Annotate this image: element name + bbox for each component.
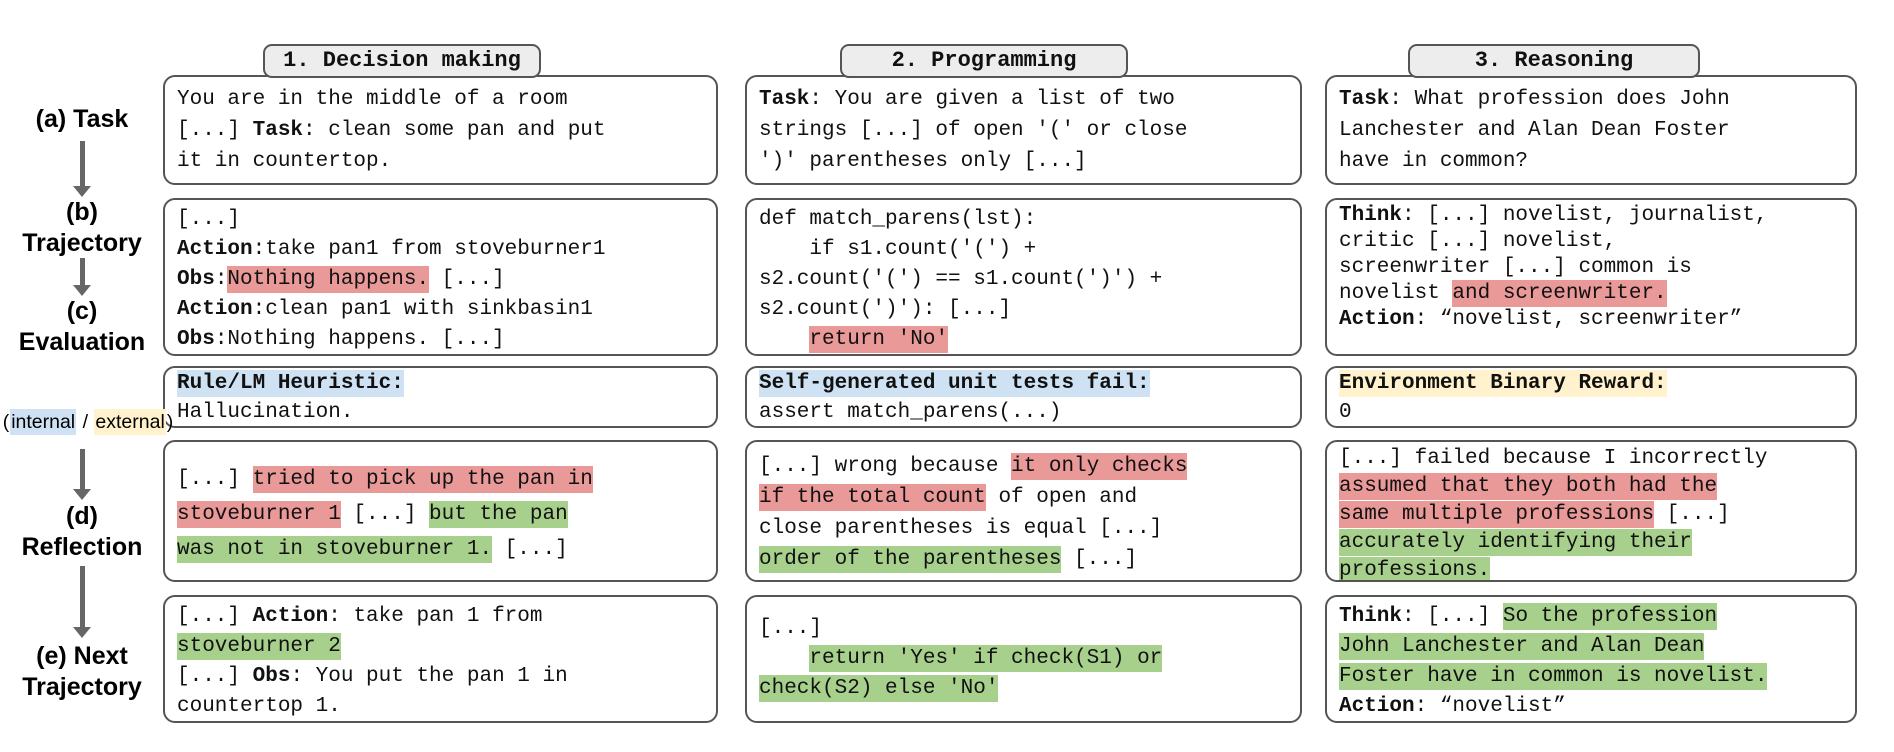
text-segment: :clean pan1 with sinkbasin1 bbox=[252, 298, 593, 321]
text-segment: Think bbox=[1339, 605, 1403, 628]
text-segment: You are in the middle of a room [...] bbox=[177, 88, 568, 142]
trajectory-box-programming: def match_parens(lst): if s1.count('(') … bbox=[745, 198, 1302, 356]
text-segment: ( bbox=[2, 411, 10, 433]
flow-step-trajectory-label: Trajectory bbox=[22, 229, 142, 257]
text-segment: 0 bbox=[1339, 401, 1352, 424]
text-segment: :take pan1 from stoveburner1 bbox=[252, 238, 606, 261]
text-segment: Action bbox=[1339, 308, 1415, 331]
green-highlight: return 'Yes' if check(S1) or check(S2) e… bbox=[759, 645, 1163, 702]
text-segment: : “novelist” bbox=[1414, 695, 1566, 718]
green-highlight: accurately identifying their professions… bbox=[1339, 529, 1692, 582]
reflection-box-reasoning: [...] failed because I incorrectly assum… bbox=[1325, 440, 1857, 582]
text-segment: [...] wrong because bbox=[759, 455, 1012, 478]
text-segment: [...] bbox=[177, 468, 253, 491]
task-box-decision-making: You are in the middle of a room [...] Ta… bbox=[163, 75, 718, 185]
text-segment: [...] bbox=[177, 208, 241, 231]
text-segment: [...] bbox=[1061, 548, 1138, 571]
text-segment: Obs bbox=[177, 328, 215, 351]
header-decision-making: 1. Decision making bbox=[263, 44, 541, 78]
text-segment: Obs bbox=[177, 268, 215, 291]
yellow-highlight: Environment Binary Reward: bbox=[1339, 370, 1667, 397]
evaluation-box-programming: Self-generated unit tests fail: assert m… bbox=[745, 366, 1302, 428]
text-segment: ) bbox=[166, 411, 174, 433]
text-segment: def match_parens(lst): if s1.count('(') … bbox=[759, 208, 1163, 321]
text-segment: of open and close parentheses is equal [… bbox=[759, 486, 1163, 540]
text-segment: Action bbox=[252, 605, 329, 628]
evaluation-box-decision-making: Rule/LM Heuristic: Hallucination. bbox=[163, 366, 718, 428]
text-segment: [...] bbox=[340, 503, 430, 526]
task-box-reasoning: Task: What profession does John Lanchest… bbox=[1325, 75, 1857, 185]
red-highlight: return 'No' bbox=[809, 326, 949, 353]
text-segment: Task bbox=[1339, 88, 1390, 111]
flow-step-evaluation: (c) Evaluation bbox=[0, 296, 164, 358]
flow-step-reflection-letter: (d) bbox=[66, 502, 98, 530]
red-highlight: and screenwriter. bbox=[1452, 280, 1667, 307]
next-trajectory-box-decision-making: [...] Action: take pan 1 from stoveburne… bbox=[163, 595, 718, 723]
text-segment: [...] bbox=[492, 538, 568, 561]
blue-highlight: Self-generated unit tests fail: bbox=[759, 370, 1150, 397]
text-segment: : [...] novelist, journalist, critic [..… bbox=[1339, 204, 1768, 305]
trajectory-box-reasoning: Think: [...] novelist, journalist, criti… bbox=[1325, 198, 1857, 356]
text-segment: [...] bbox=[177, 605, 253, 628]
flow-step-reflection-label: Reflection bbox=[21, 533, 143, 561]
text-segment: : You put the pan 1 in countertop 1. bbox=[177, 665, 568, 718]
trajectory-box-decision-making: [...] Action:take pan1 from stoveburner1… bbox=[163, 198, 718, 356]
text-segment: Think bbox=[1339, 204, 1403, 227]
text-segment: [...] failed because I incorrectly bbox=[1339, 447, 1768, 470]
flow-step-task-label: (a) Task bbox=[35, 105, 129, 133]
text-segment: [...] bbox=[759, 617, 823, 640]
reflection-box-decision-making: [...] tried to pick up the pan in stoveb… bbox=[163, 440, 718, 582]
flow-step-next-trajectory-line1: (e) Next bbox=[36, 642, 128, 670]
green-highlight: stoveburner 2 bbox=[177, 633, 341, 660]
text-segment: [...] bbox=[441, 268, 505, 291]
text-segment: Action bbox=[177, 298, 253, 321]
blue-highlight: internal bbox=[10, 409, 77, 435]
header-programming: 2. Programming bbox=[840, 44, 1128, 78]
text-segment: Obs bbox=[252, 665, 291, 688]
flow-step-task: (a) Task bbox=[0, 104, 164, 135]
text-segment: :Nothing happens. [...] bbox=[214, 328, 505, 351]
text-segment: : take pan 1 from bbox=[328, 605, 543, 628]
evaluation-box-reasoning: Environment Binary Reward: 0 bbox=[1325, 366, 1857, 428]
flow-step-trajectory-letter: (b) bbox=[66, 198, 98, 226]
flow-arrow-1 bbox=[73, 141, 91, 197]
green-highlight: order of the parentheses bbox=[759, 546, 1062, 573]
text-segment: [...] bbox=[1666, 503, 1730, 526]
flow-arrow-4 bbox=[73, 566, 91, 638]
text-segment: Action bbox=[1339, 695, 1415, 718]
next-trajectory-box-programming: [...] return 'Yes' if check(S1) or check… bbox=[745, 595, 1302, 723]
text-segment: / bbox=[77, 411, 94, 433]
flow-step-reflection: (d) Reflection bbox=[0, 501, 164, 563]
text-segment: : clean some pan and put it in counterto… bbox=[177, 119, 606, 173]
text-segment: Action bbox=[177, 238, 253, 261]
text-segment: : What profession does John Lanchester a… bbox=[1339, 88, 1730, 173]
task-box-programming: Task: You are given a list of two string… bbox=[745, 75, 1302, 185]
flow-arrow-2 bbox=[73, 258, 91, 296]
text-segment: Task bbox=[759, 88, 810, 111]
header-reasoning: 3. Reasoning bbox=[1408, 44, 1700, 78]
flow-step-next-trajectory: (e) Next Trajectory bbox=[0, 641, 164, 703]
blue-highlight: Rule/LM Heuristic: bbox=[177, 370, 404, 397]
reflection-box-programming: [...] wrong because it only checks if th… bbox=[745, 440, 1302, 582]
red-highlight: Nothing happens. bbox=[227, 266, 430, 293]
evaluation-internal-external-label: (internal / external) bbox=[0, 409, 176, 435]
flow-step-evaluation-letter: (c) bbox=[66, 297, 98, 325]
text-segment: : [...] bbox=[1402, 605, 1503, 628]
flow-step-next-trajectory-line2: Trajectory bbox=[22, 673, 142, 701]
text-segment: [...] bbox=[177, 665, 241, 688]
text-segment: assert match_parens(...) bbox=[759, 401, 1062, 424]
text-segment: Task bbox=[252, 119, 304, 142]
flow-step-evaluation-label: Evaluation bbox=[18, 328, 146, 356]
text-segment: : You are given a list of two strings [.… bbox=[759, 88, 1188, 173]
next-trajectory-box-reasoning: Think: [...] So the profession John Lanc… bbox=[1325, 595, 1857, 723]
flow-arrow-3 bbox=[73, 449, 91, 500]
yellow-highlight: external bbox=[94, 409, 166, 435]
text-segment: Hallucination. bbox=[177, 401, 354, 424]
flow-step-trajectory: (b) Trajectory bbox=[0, 197, 164, 259]
text-segment: : “novelist, screenwriter” bbox=[1414, 308, 1743, 331]
text-segment: : bbox=[214, 268, 228, 291]
